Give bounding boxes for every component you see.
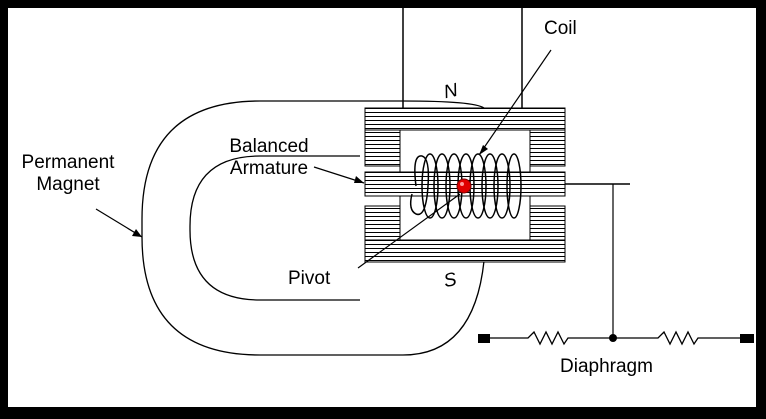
coil-leader-arrow [479,145,488,155]
top-left-stub [364,129,401,167]
diaphragm-center-node [609,334,617,342]
pivot-leader [357,193,461,269]
label-permanent-magnet-line1: Permanent [21,152,115,173]
label-diaphragm: Diaphragm [560,356,653,377]
diaphragm-right-clamp [740,334,754,343]
pivot-highlight [460,182,464,186]
label-permanent-magnet-line2: Magnet [36,174,100,195]
bottom-pole-piece [364,239,566,263]
armature-leader-arrow [354,176,364,183]
label-balanced-armature-line2: Armature [229,158,309,179]
label-balanced-armature: Balanced Armature [214,136,324,180]
label-coil: Coil [544,18,577,39]
diagram-frame: Coil Balanced Armature Permanent Magnet … [8,8,756,407]
label-balanced-armature-line1: Balanced [229,136,309,157]
balanced-armature-diagram [95,8,754,356]
magnet-inner-outline [189,155,360,301]
diaphragm-left-clamp [478,334,490,343]
magnet-leader-arrow [132,229,142,237]
magnet-south-pole-end [360,260,485,356]
label-permanent-magnet: Permanent Magnet [13,152,123,196]
label-pivot: Pivot [288,268,331,289]
bottom-right-stub [529,205,566,241]
pivot-point [456,178,472,194]
magnet-outer-outline [141,100,360,356]
bottom-left-stub [364,205,401,241]
top-pole-piece [364,107,566,131]
coil-leader [478,49,552,156]
top-right-stub [529,129,566,167]
magnet-north-pole-end [360,100,485,109]
